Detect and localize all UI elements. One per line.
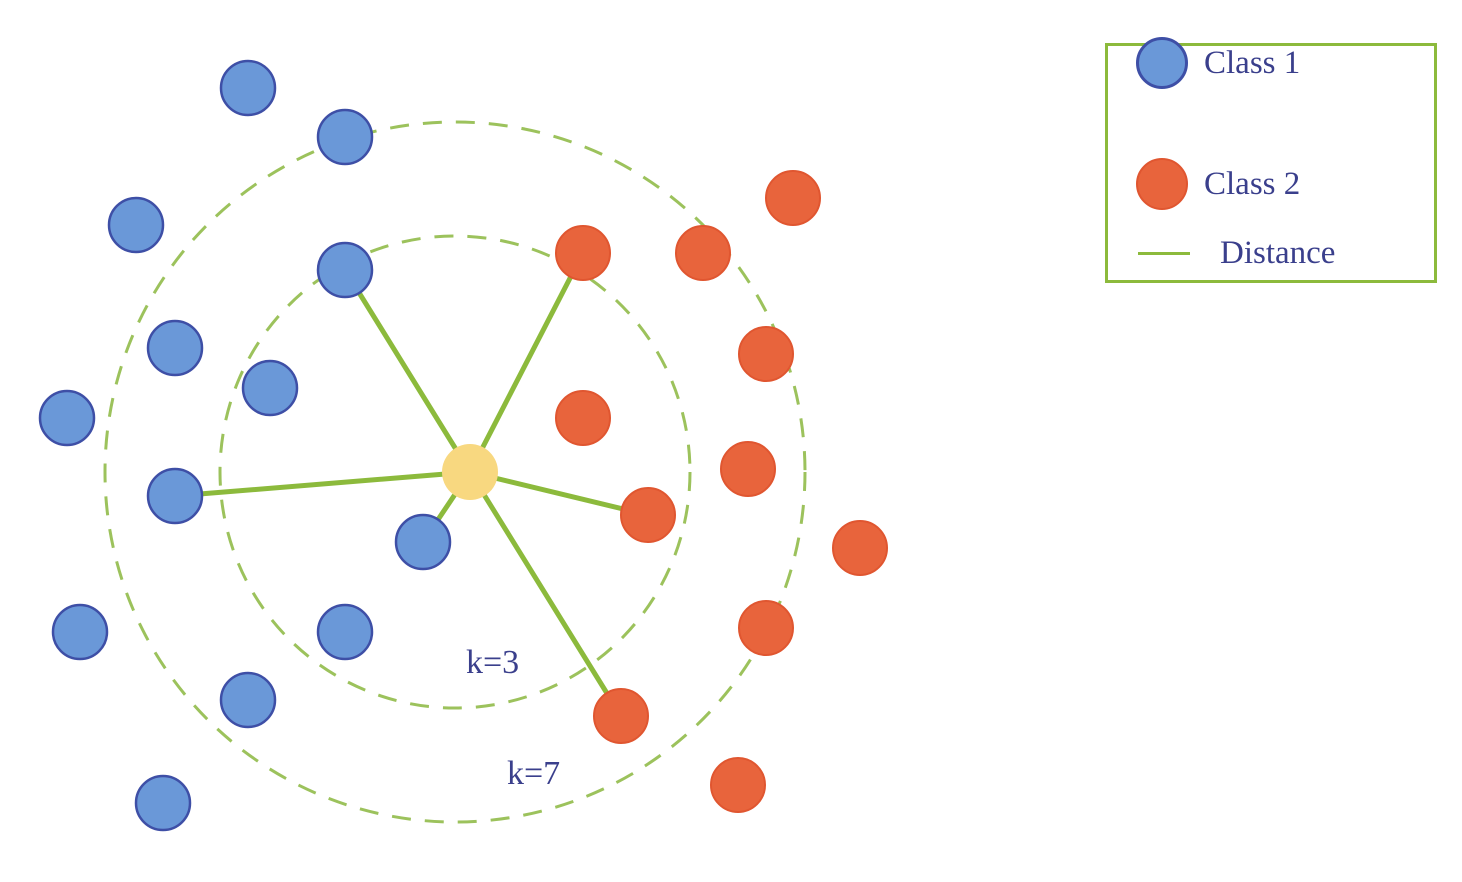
outer-ring-k7	[103, 120, 807, 824]
class-2-swatch-icon	[1136, 158, 1188, 210]
distance-line-to-class2-right	[467, 469, 651, 518]
legend-item-distance: Distance	[1108, 225, 1434, 285]
distance-line-to-class1-left	[172, 469, 473, 499]
ring-label-k7: k=7	[507, 755, 560, 792]
class-1-point	[134, 774, 192, 832]
class-1-point	[241, 359, 299, 417]
class-1-point	[38, 389, 96, 447]
class-2-point	[720, 441, 776, 497]
ring-label-k3: k=3	[466, 644, 519, 681]
legend-item-class-2: Class 2	[1108, 156, 1434, 216]
query-point	[442, 444, 498, 500]
class-1-point	[146, 319, 204, 377]
class-1-point	[316, 603, 374, 661]
class-2-point	[738, 326, 794, 382]
class-1-swatch-icon	[1136, 37, 1188, 89]
rings-layer	[103, 120, 807, 824]
distance-lines	[172, 250, 651, 719]
class-1-point	[316, 108, 374, 166]
legend-item-class-1: Class 1	[1108, 35, 1434, 95]
legend: Class 1 Class 2 Distance	[1105, 37, 1437, 285]
class-1-point	[146, 467, 204, 525]
class-2-point	[675, 225, 731, 281]
class-1-point	[219, 59, 277, 117]
class-2-point	[620, 487, 676, 543]
inner-ring-k3	[218, 234, 692, 710]
class-1-point	[394, 513, 452, 571]
class-2-point	[710, 757, 766, 813]
distance-line-to-class2-top	[467, 250, 586, 475]
legend-label-distance: Distance	[1220, 235, 1336, 271]
class-2-point	[555, 390, 611, 446]
legend-label-class-2: Class 2	[1204, 166, 1301, 202]
class-1-point	[107, 196, 165, 254]
class-1-point	[316, 241, 374, 299]
class-2-point	[765, 170, 821, 226]
legend-label-class-1: Class 1	[1204, 45, 1301, 81]
data-points	[38, 59, 888, 832]
class-2-point	[593, 688, 649, 744]
class-1-point	[219, 671, 277, 729]
class-1-point	[51, 603, 109, 661]
distance-line-to-class1-top	[342, 267, 473, 475]
distance-line-to-class2-bottom	[467, 469, 624, 719]
class-2-point	[555, 225, 611, 281]
class-2-point	[738, 600, 794, 656]
class-2-point	[832, 520, 888, 576]
distance-line-icon	[1138, 252, 1190, 255]
